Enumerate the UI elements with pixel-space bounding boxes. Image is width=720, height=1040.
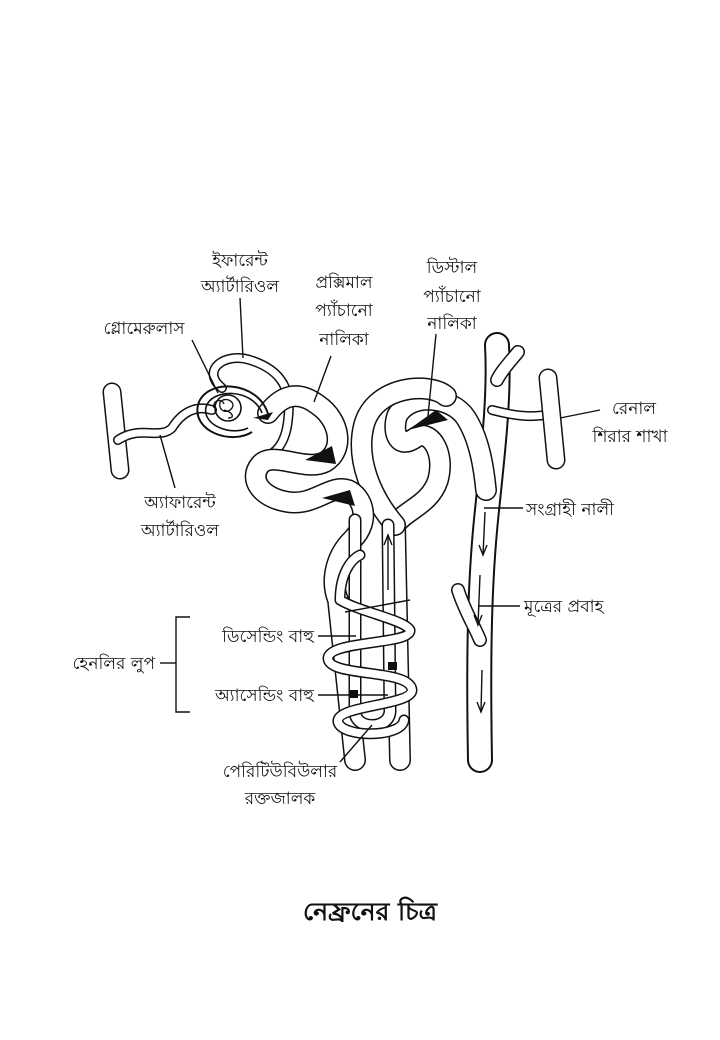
label-afferent-line1: অ্যাফারেন্ট [143, 492, 216, 513]
label-urine-flow: মূত্রের প্রবাহ [523, 597, 605, 617]
label-collecting-duct: সংগ্রাহী নালী [525, 499, 615, 520]
label-renal-vein-line2: শিরার শাখা [591, 426, 668, 447]
efferent-arteriole [208, 353, 294, 465]
peritubular-network [322, 549, 418, 740]
label-descending-limb: ডিসেন্ডিং বাহু [221, 626, 315, 647]
label-efferent-line2: অ্যার্টারিওল [200, 276, 280, 297]
afferent-arteriole [102, 382, 217, 480]
label-proximal-line2: প্যাঁচানো [315, 300, 373, 321]
label-peritubular-line1: পেরিটিউবিউলার [223, 761, 338, 782]
label-ascending-limb: অ্যাসেন্ডিং বাহু [214, 685, 315, 706]
collecting-duct [451, 332, 525, 773]
label-proximal-line1: প্রক্সিমাল [315, 272, 372, 293]
label-afferent-line2: অ্যার্টারিওল [140, 520, 220, 541]
distal-tubule [350, 377, 497, 771]
glomerulus [196, 385, 269, 439]
flow-arrows [383, 511, 488, 714]
label-efferent-line1: ইফারেন্ট [211, 250, 268, 271]
label-distal-line2: প্যাঁচানো [423, 286, 481, 307]
leader-lines [159, 297, 601, 763]
label-proximal-line3: নালিকা [318, 329, 370, 350]
label-loop-of-henle: হেনলির লুপ [73, 653, 156, 674]
renal-vein-branch [487, 368, 566, 470]
label-distal-line1: ডিস্টাল [426, 257, 478, 278]
tubule-markers [253, 410, 448, 698]
label-renal-vein-line1: রেনাল [612, 399, 656, 419]
diagram-title: নেফ্রনের চিত্র [303, 896, 439, 926]
label-peritubular-line2: রক্তজালক [244, 789, 317, 809]
label-glomerulus: গ্লোমেরুলাস [104, 319, 186, 339]
label-distal-line3: নালিকা [426, 313, 478, 334]
